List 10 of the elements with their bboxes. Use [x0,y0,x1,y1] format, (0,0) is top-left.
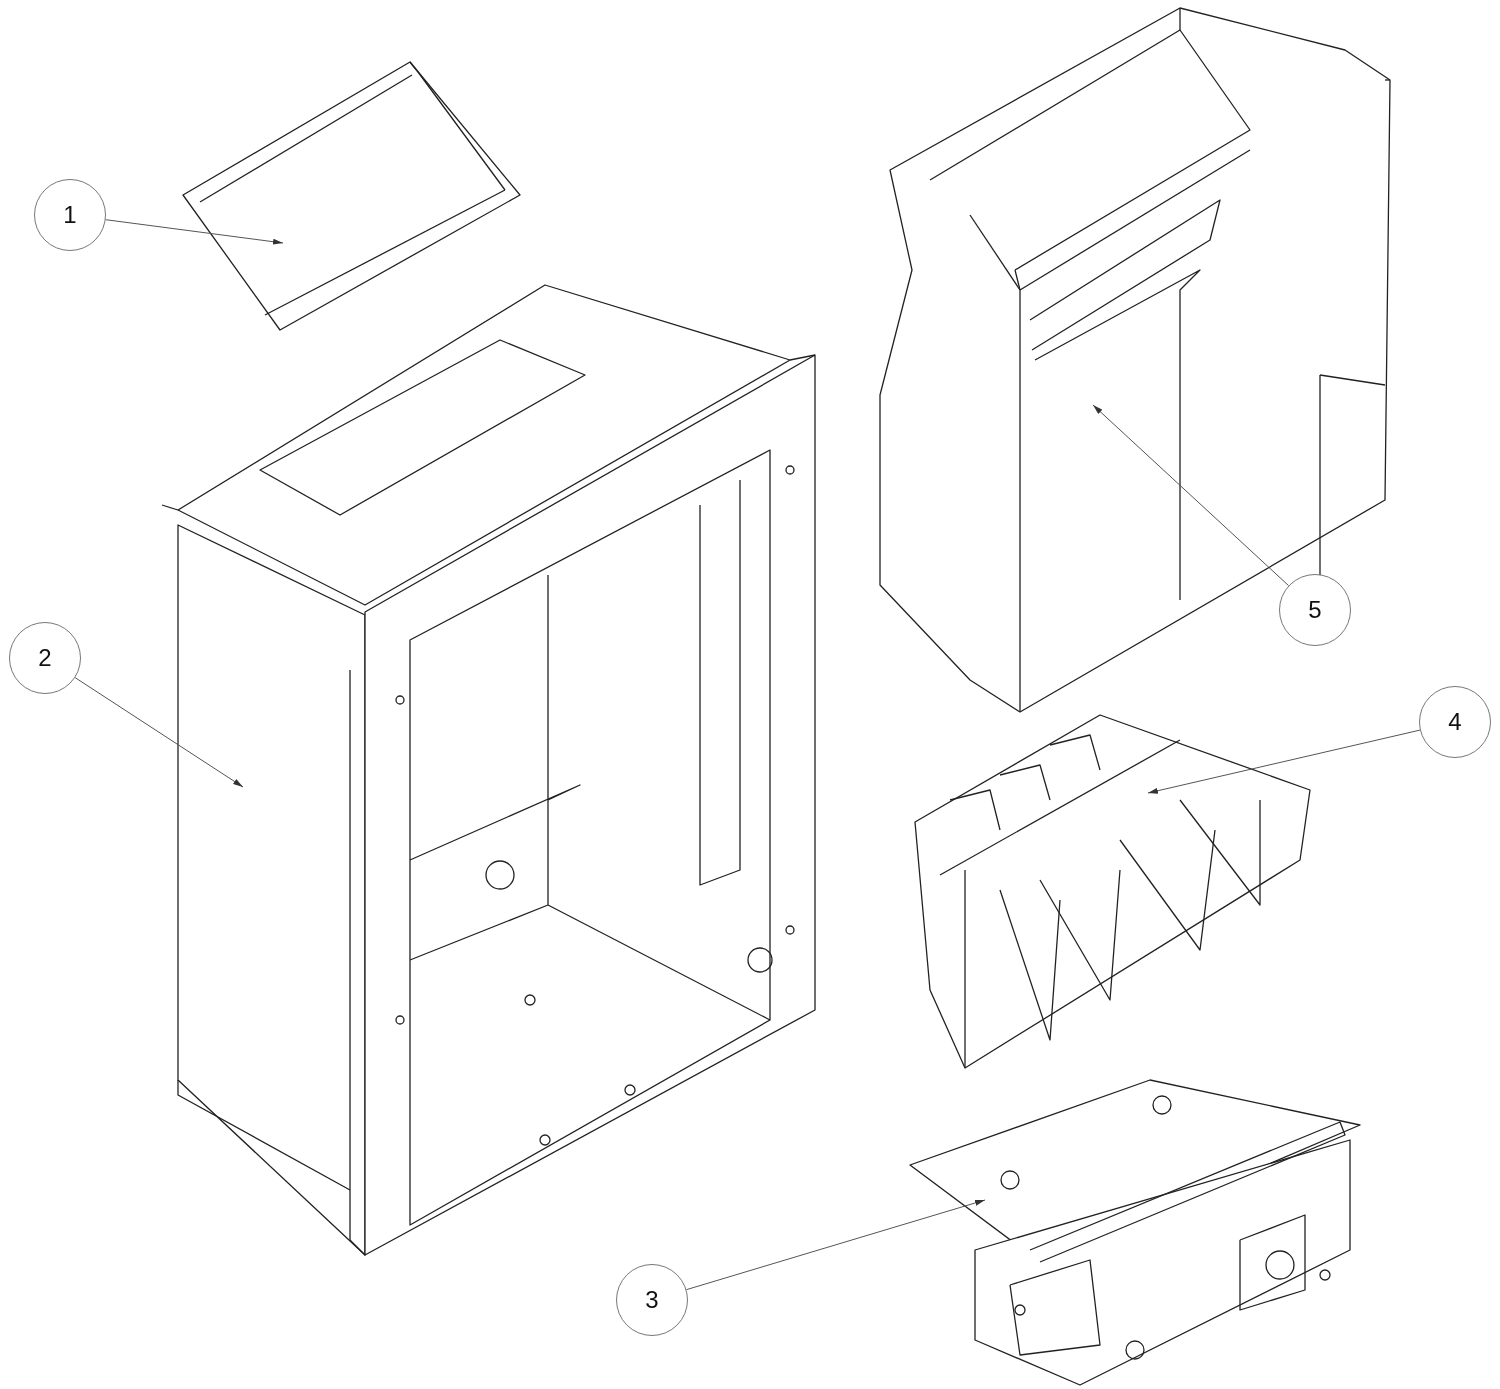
leader-line [74,677,244,788]
leader-line [686,1199,986,1291]
leader-line [1147,729,1421,794]
leader-line [105,219,284,245]
callout-number: 3 [616,1264,688,1336]
leader-line [1092,404,1290,587]
callout-number: 2 [9,622,81,694]
callout-number: 4 [1419,686,1491,758]
callout-number: 5 [1279,574,1351,646]
callout-number: 1 [34,179,106,251]
